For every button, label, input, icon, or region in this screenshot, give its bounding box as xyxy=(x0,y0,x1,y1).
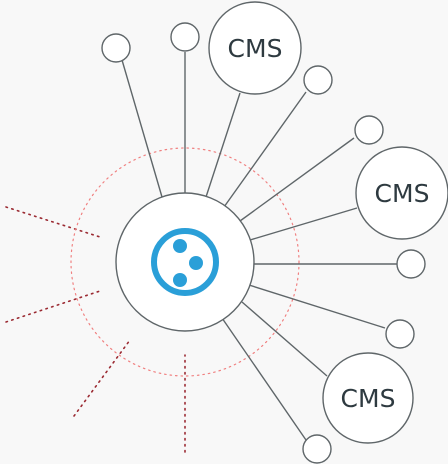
dotted-ray-diagonal xyxy=(73,339,131,417)
spoke-5 xyxy=(239,137,355,222)
spoke-3 xyxy=(205,92,241,198)
spoke-10 xyxy=(221,317,307,441)
dashed-orbit-ring xyxy=(70,147,300,377)
hub-circle xyxy=(115,192,255,332)
cms-node-top: CMS xyxy=(208,1,302,95)
cms-node-top-circle xyxy=(208,1,302,95)
spoke-8 xyxy=(248,284,386,329)
leaf-nodes xyxy=(101,22,426,464)
cms-node-bottom-label: CMS xyxy=(341,384,396,413)
leaf-node-3 xyxy=(303,65,333,95)
hub-node xyxy=(115,192,255,332)
cms-node-bottom: CMS xyxy=(322,352,414,444)
connector-spokes xyxy=(121,52,397,441)
cms-node-right: CMS xyxy=(355,146,448,240)
three-dots-circle-logo-icon xyxy=(151,228,219,296)
spoke-6 xyxy=(249,207,358,241)
leaf-node-5 xyxy=(396,249,426,279)
leaf-node-7 xyxy=(302,434,332,464)
cms-node-top-label: CMS xyxy=(228,34,283,63)
cms-node-right-circle xyxy=(355,146,448,240)
cms-node-right-label: CMS xyxy=(375,179,430,208)
dotted-rays xyxy=(5,206,186,453)
spoke-4 xyxy=(223,91,307,208)
cms-node-bottom-circle xyxy=(322,352,414,444)
leaf-node-1 xyxy=(101,33,131,63)
spoke-1 xyxy=(121,59,163,198)
dotted-ray-lower-left xyxy=(5,290,101,323)
leaf-node-4 xyxy=(354,115,384,145)
leaf-node-6 xyxy=(385,319,415,349)
leaf-node-2 xyxy=(170,22,200,52)
dotted-ray-upper-left xyxy=(5,206,101,238)
spoke-9 xyxy=(241,301,328,377)
